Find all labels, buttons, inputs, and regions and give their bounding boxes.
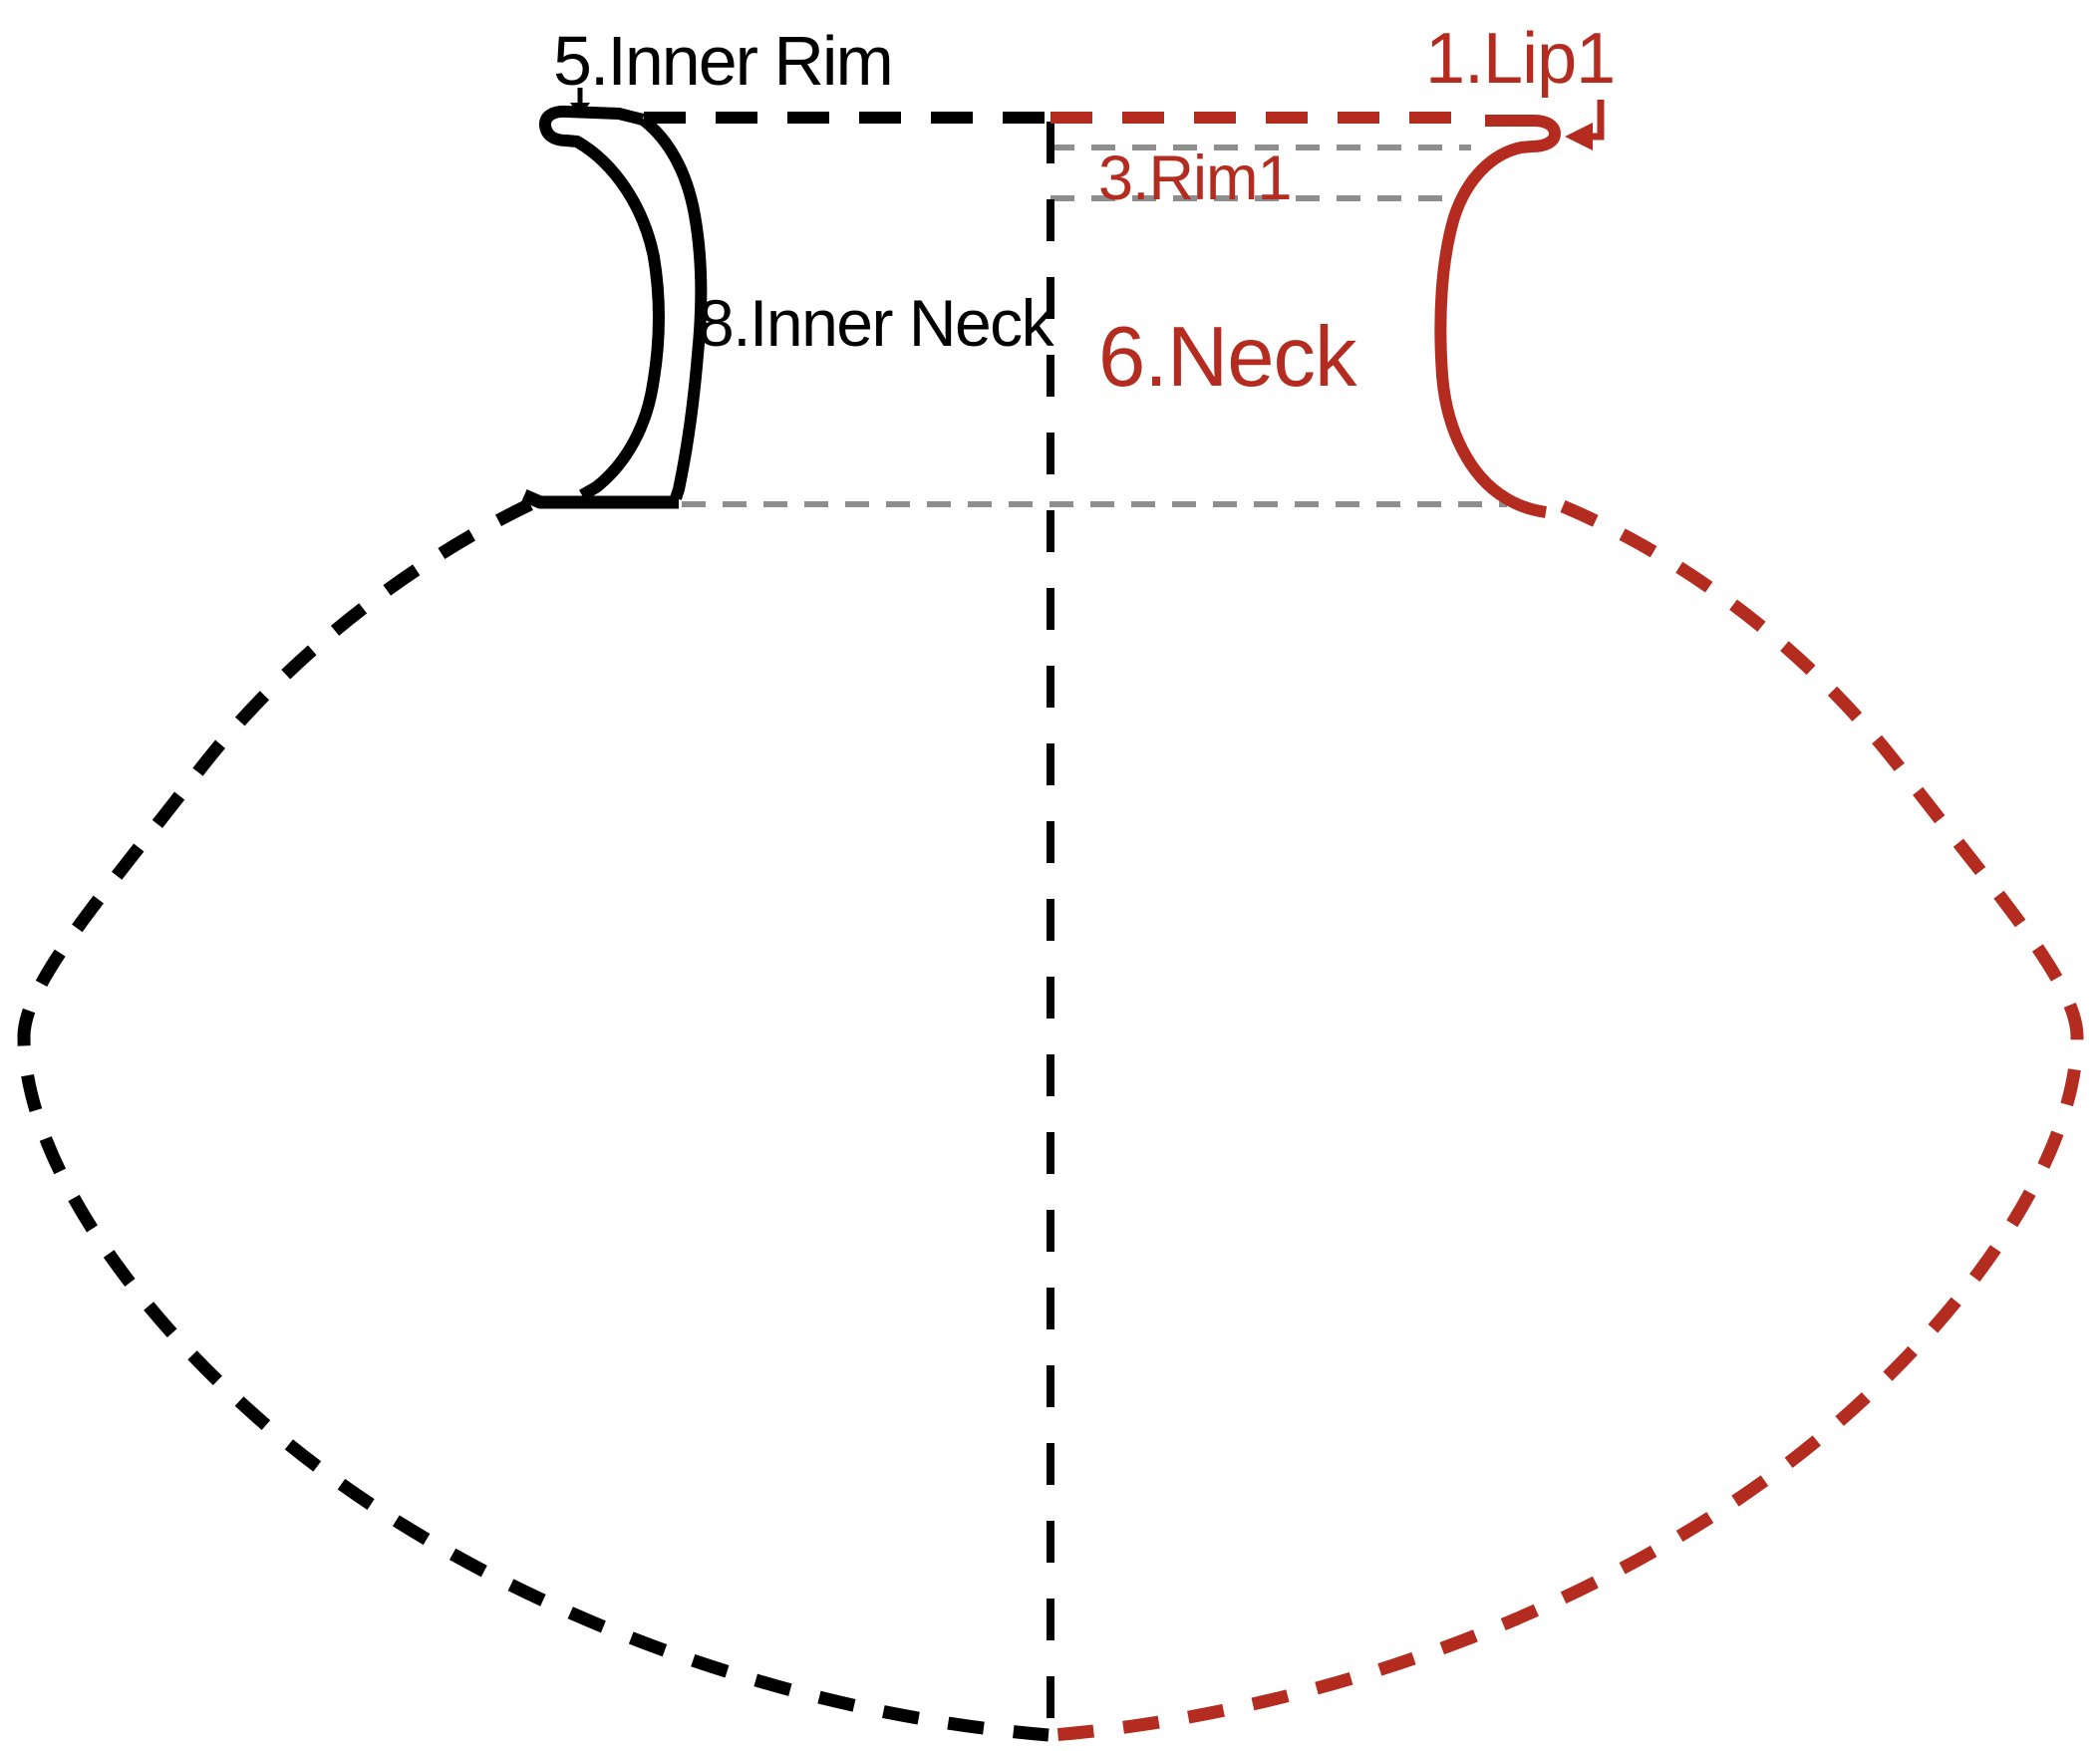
left-section: 5.Inner Rim 8.Inner Neck [17, 22, 1056, 1742]
lip-neck-profile-right [1434, 115, 1561, 518]
label-inner-rim: 5.Inner Rim [553, 22, 892, 100]
label-neck: 6.Neck [1098, 310, 1357, 405]
lip1-arrow-icon [1565, 100, 1605, 150]
outer-neck-wall-left [639, 115, 708, 500]
inner-rim-arrow-icon [570, 88, 590, 117]
right-section: 1.Lip1 3.Rim1 6.Neck [1050, 19, 2084, 1742]
neck-base-left [521, 489, 679, 509]
inner-rim-neck-profile [538, 105, 666, 501]
body-outline-right [1051, 500, 2084, 1742]
label-rim1: 3.Rim1 [1098, 144, 1292, 213]
guide-lines [682, 145, 1507, 507]
label-inner-neck: 8.Inner Neck [698, 286, 1055, 360]
body-outline-left [17, 498, 1050, 1742]
label-lip1: 1.Lip1 [1425, 19, 1615, 99]
